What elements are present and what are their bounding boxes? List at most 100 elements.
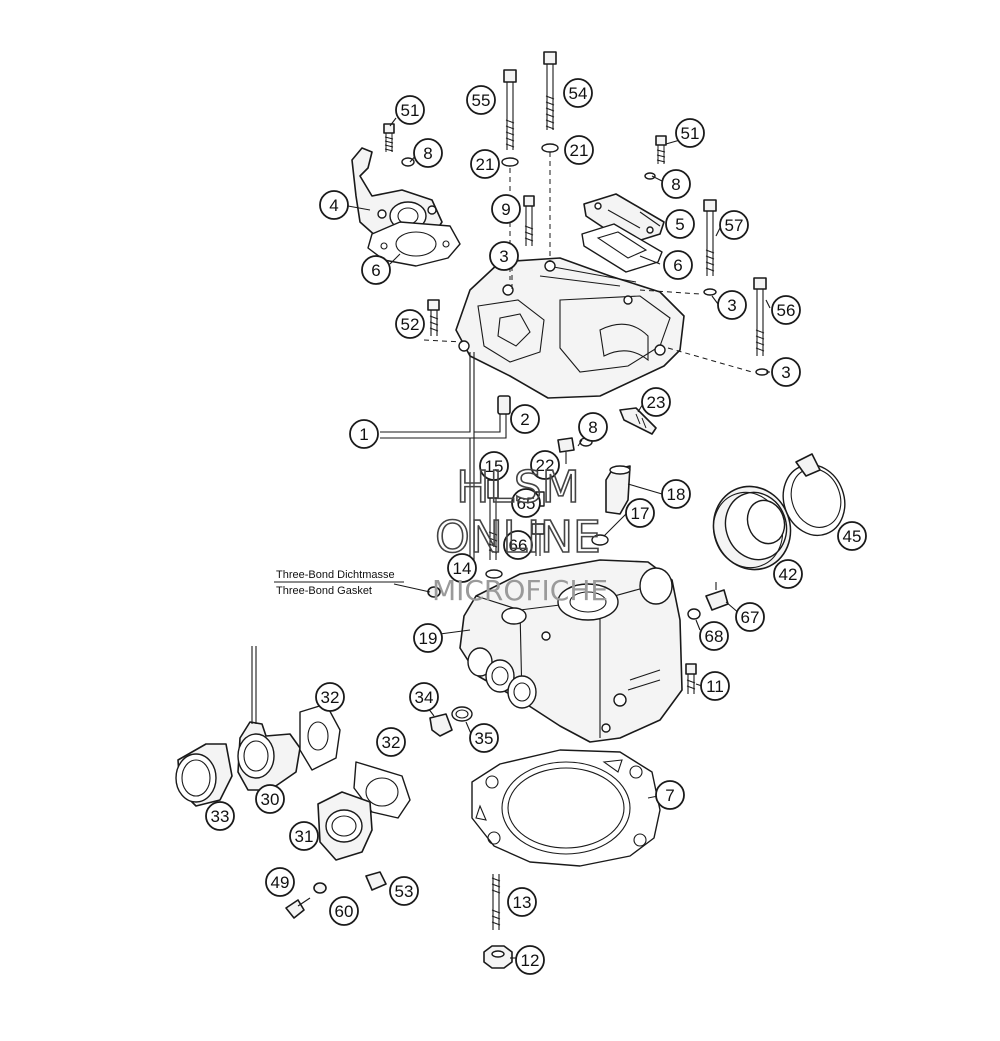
callout-32: 32 [315,682,345,712]
callout-label: 60 [335,902,354,921]
oring-17-part [591,534,609,546]
watermark-line3: MICROFICHE [432,574,608,607]
cylinder-head-part [459,559,683,743]
callout-circle [447,553,477,583]
callout-label: 55 [472,91,491,110]
long-bolt-55-part [501,69,519,167]
flange-30-part [237,646,301,791]
callout-circle [349,419,379,449]
callout-label: 18 [667,485,686,504]
callout-label: 12 [521,951,540,970]
callout-circle [773,559,803,589]
callout-8: 8 [413,138,443,168]
callout-3: 3 [771,357,801,387]
callout-circle [395,309,425,339]
callout-label: 5 [675,215,684,234]
oring-68-part [687,608,701,620]
callout-circle [699,621,729,651]
callout-circle [470,149,500,179]
camshaft-cover-part [455,257,685,399]
callout-label: 8 [423,144,432,163]
callout-circle [700,671,730,701]
callout-label: 32 [382,733,401,752]
callout-label: 33 [211,807,230,826]
callout-label: 45 [843,527,862,546]
watermark-line1: HLSM [456,462,580,513]
callout-circle [479,451,509,481]
sleeve-2-part [497,395,511,415]
callout-60: 60 [329,896,359,926]
callout-label: 51 [681,124,700,143]
callout-label: 66 [509,536,528,555]
fitting-53-part [365,871,387,891]
callout-circle [469,723,499,753]
callout-8: 8 [661,169,691,199]
callout-circle [530,450,560,480]
callout-label: 6 [673,256,682,275]
callout-32: 32 [376,727,406,757]
callout-label: 17 [631,504,650,523]
callout-label: 3 [499,247,508,266]
callout-label: 9 [501,200,510,219]
callout-label: 19 [419,629,438,648]
callout-circle [489,241,519,271]
callout-51: 51 [395,95,425,125]
callout-label: 54 [569,84,588,103]
callout-circle [665,209,695,239]
nut-12-part [483,945,513,969]
callout-label: 6 [371,261,380,280]
callout-circle [663,250,693,280]
callout-68: 68 [699,621,729,651]
callout-circle [361,255,391,285]
callout-label: 7 [665,786,674,805]
long-bolt-54-part [541,51,559,153]
callout-label: 4 [329,196,338,215]
callout-21: 21 [564,135,594,165]
callout-51: 51 [675,118,705,148]
oil-line-1-part [380,352,507,560]
callout-circle [315,682,345,712]
callout-circle [389,876,419,906]
callout-7: 7 [655,780,685,810]
bolt-49-part [285,897,311,919]
callout-label: 56 [777,301,796,320]
callout-22: 22 [530,450,560,480]
callout-circle [564,135,594,165]
washer-8-left-part [401,157,415,167]
sensor-23-part [619,407,657,435]
callout-3: 3 [717,290,747,320]
stud-13-part [491,874,501,930]
callout-label: 67 [741,608,760,627]
callout-label: 65 [517,494,536,513]
callout-label: 53 [395,882,414,901]
callout-66: 66 [503,530,533,560]
callout-5: 5 [665,209,695,239]
callout-49: 49 [265,867,295,897]
callout-circle [719,210,749,240]
callout-6: 6 [361,255,391,285]
callout-label: 23 [647,393,666,412]
callout-67: 67 [735,602,765,632]
callout-label: 11 [706,677,724,696]
fitting-18-part [605,465,631,515]
callout-label: 49 [271,873,290,892]
bolt-52-part [427,299,440,336]
callout-circle [563,78,593,108]
stud-15-part [485,479,503,579]
callout-label: 14 [453,559,472,578]
callout-label: 34 [415,688,434,707]
callout-label: 8 [588,418,597,437]
callout-17: 17 [625,498,655,528]
callout-9: 9 [491,194,521,224]
callout-label: 57 [725,216,744,235]
callout-circle [376,727,406,757]
callout-circle [675,118,705,148]
callout-label: 52 [401,315,420,334]
bolt-51-right-part [644,135,667,180]
callout-label: 2 [520,410,529,429]
callout-circle [655,780,685,810]
long-bolt-57-part [703,199,717,296]
callout-6: 6 [663,250,693,280]
